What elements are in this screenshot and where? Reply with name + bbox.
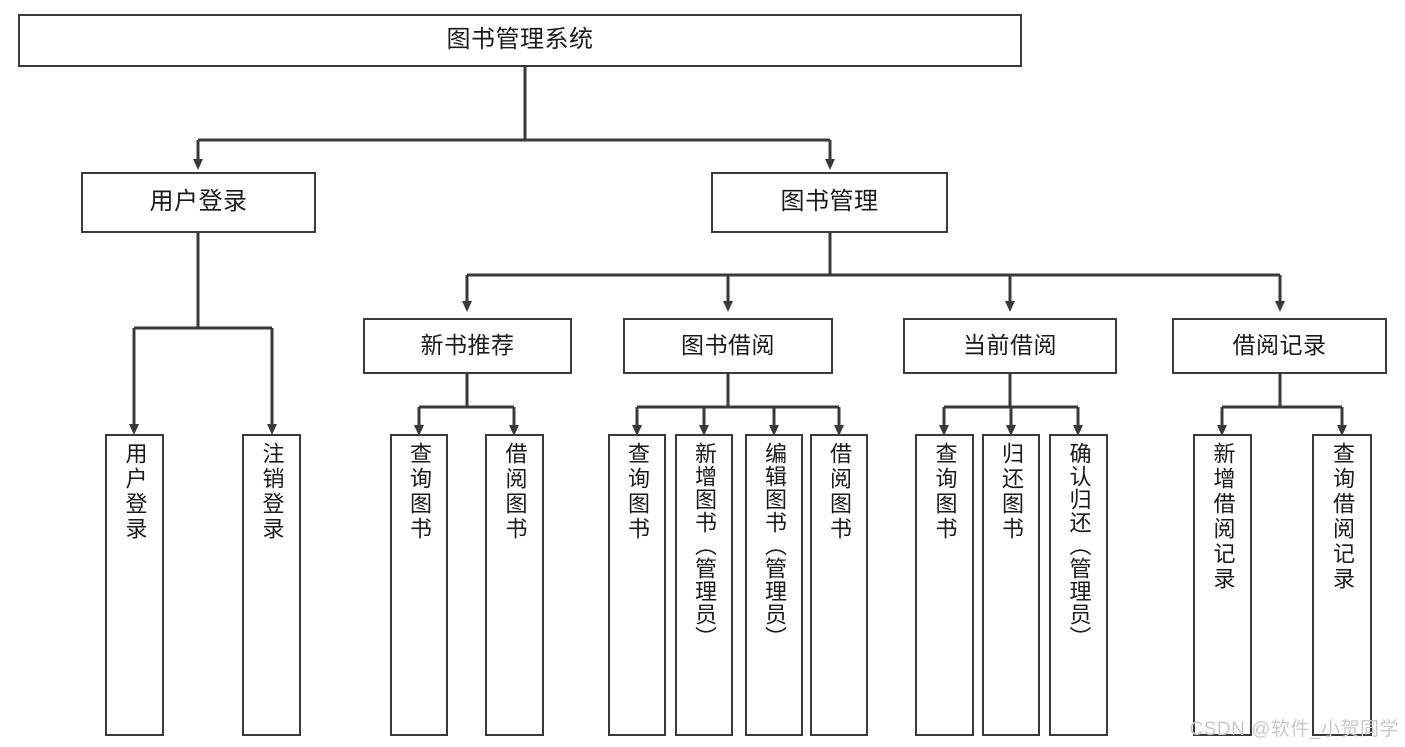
node-label: 图书借阅 bbox=[681, 332, 775, 359]
node-label: 借阅图书 bbox=[502, 442, 528, 542]
node-label: 新增借阅记录 bbox=[1210, 442, 1236, 592]
node-label: 借阅记录 bbox=[1232, 332, 1327, 359]
node-label: 注销登录 bbox=[259, 442, 285, 542]
node-current-borrow[interactable]: 当前借阅 bbox=[903, 318, 1117, 374]
node-book-management[interactable]: 图书管理 bbox=[711, 172, 948, 233]
leaf-record-add-record[interactable]: 新增借阅记录 bbox=[1193, 434, 1252, 736]
node-label: 查询借阅记录 bbox=[1330, 442, 1355, 592]
node-label: 查询图书 bbox=[625, 442, 650, 542]
leaf-borrow-borrow-book[interactable]: 借阅图书 bbox=[810, 434, 868, 736]
leaf-borrow-query-book[interactable]: 查询图书 bbox=[608, 434, 666, 736]
node-borrow-record[interactable]: 借阅记录 bbox=[1172, 318, 1387, 374]
node-label: 新增图书（管理员） bbox=[692, 442, 717, 649]
leaf-recommend-borrow-book[interactable]: 借阅图书 bbox=[485, 434, 544, 736]
leaf-user-logout[interactable]: 注销登录 bbox=[242, 434, 301, 736]
node-root-system[interactable]: 图书管理系统 bbox=[18, 14, 1022, 67]
watermark-text: CSDN @软件_小贺同学 bbox=[1189, 719, 1399, 740]
leaf-current-confirm-return-admin[interactable]: 确认归还（管理员） bbox=[1049, 434, 1108, 736]
node-user-login[interactable]: 用户登录 bbox=[81, 172, 316, 233]
leaf-record-query-record[interactable]: 查询借阅记录 bbox=[1312, 434, 1372, 736]
leaf-borrow-add-book-admin[interactable]: 新增图书（管理员） bbox=[675, 434, 733, 736]
leaf-current-return-book[interactable]: 归还图书 bbox=[982, 434, 1040, 736]
node-label: 查询图书 bbox=[407, 442, 432, 542]
leaf-current-query-book[interactable]: 查询图书 bbox=[915, 434, 974, 736]
node-label: 新书推荐 bbox=[420, 332, 515, 359]
leaf-borrow-edit-book-admin[interactable]: 编辑图书（管理员） bbox=[745, 434, 803, 736]
node-label: 当前借阅 bbox=[963, 332, 1057, 359]
node-label: 图书管理系统 bbox=[446, 26, 594, 54]
node-label: 用户登录 bbox=[149, 188, 248, 216]
node-label: 编辑图书（管理员） bbox=[762, 442, 787, 649]
node-new-book-recommend[interactable]: 新书推荐 bbox=[363, 318, 572, 374]
node-label: 用户登录 bbox=[122, 442, 148, 542]
node-label: 借阅图书 bbox=[827, 442, 852, 542]
node-label: 归还图书 bbox=[999, 442, 1024, 542]
leaf-recommend-query-book[interactable]: 查询图书 bbox=[390, 434, 448, 736]
node-book-borrow[interactable]: 图书借阅 bbox=[623, 318, 833, 374]
leaf-user-login[interactable]: 用户登录 bbox=[105, 434, 164, 736]
node-label: 确认归还（管理员） bbox=[1066, 442, 1092, 649]
node-label: 查询图书 bbox=[932, 442, 958, 542]
node-label: 图书管理 bbox=[780, 188, 879, 216]
